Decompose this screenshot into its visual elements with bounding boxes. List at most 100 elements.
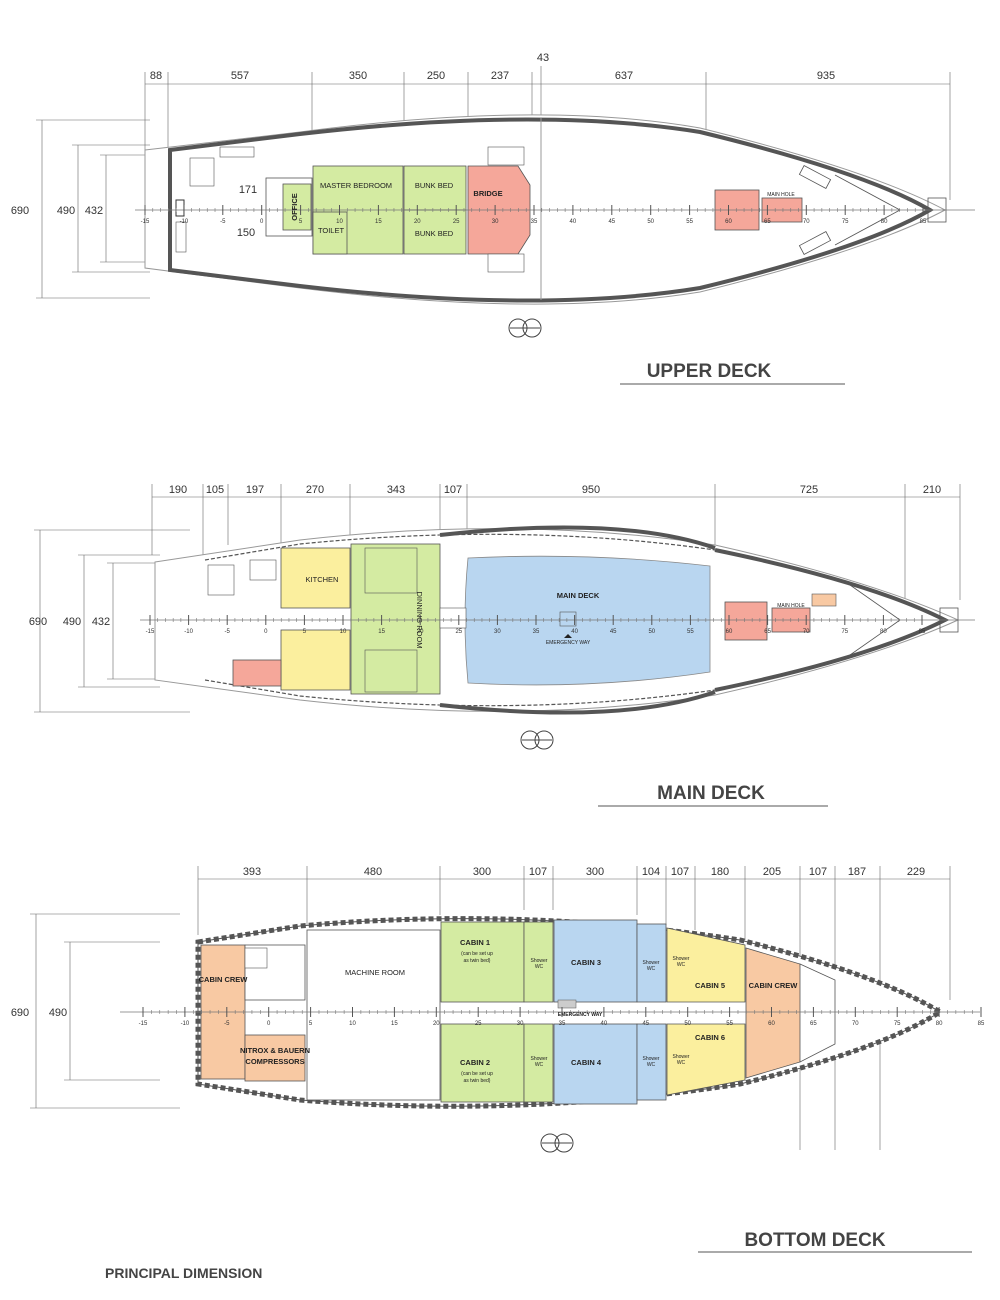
bottom-dim-label: 480 [364, 866, 382, 878]
bottom-cabin1-label: CABIN 1 [460, 938, 490, 947]
upper-station-label: 35 [531, 219, 538, 225]
bottom-station-label: 75 [894, 1021, 901, 1027]
upper-station-label: 15 [375, 219, 382, 225]
upper-station-label: 85 [920, 219, 927, 225]
bottom-nitrox2-label: COMPRESSORS [245, 1057, 304, 1066]
bottom-dim-label: 300 [586, 866, 604, 878]
upper-dim-label: 637 [615, 70, 633, 82]
upper-bunk1-label: BUNK BED [415, 181, 454, 190]
bottom-cabin-5 [666, 927, 746, 1003]
bottom-station-label: 35 [559, 1021, 566, 1027]
upper-station-label: 80 [881, 219, 888, 225]
upper-station-label: 40 [570, 219, 577, 225]
upper-station-label: 55 [686, 219, 693, 225]
upper-station-label: 25 [453, 219, 460, 225]
bottom-wc-1: WC [535, 964, 544, 970]
upper-bridge-label: BRIDGE [473, 189, 502, 198]
upper-dim-label: 88 [150, 70, 162, 82]
main-station-label: 10 [340, 629, 347, 635]
bottom-cabin-1 [440, 921, 525, 1003]
upper-station-label: 65 [764, 219, 771, 225]
main-station-label: 30 [494, 629, 501, 635]
upper-station-label: 0 [260, 219, 264, 225]
bottom-station-label: 80 [936, 1021, 943, 1027]
bottom-station-label: -10 [181, 1021, 190, 1027]
bottom-station-label: 40 [601, 1021, 608, 1027]
bottom-station-label: 65 [810, 1021, 817, 1027]
main-dim-label: 105 [206, 484, 224, 496]
bottom-twin1-a: (can be set up [461, 951, 493, 957]
bottom-dim-label: 107 [809, 866, 827, 878]
upper-side-dim-b: 150 [237, 227, 255, 239]
main-station-label: 55 [687, 629, 694, 635]
upper-station-label: 20 [414, 219, 421, 225]
main-station-label: -5 [225, 629, 231, 635]
bottom-station-label: 50 [684, 1021, 691, 1027]
bottom-wc-6: WC [677, 1060, 686, 1066]
upper-dim-label: 557 [231, 70, 249, 82]
bottom-dim-label: 229 [907, 866, 925, 878]
main-emergency-label: EMERGENCY WAY [546, 640, 591, 646]
upper-side-dim-a: 171 [239, 184, 257, 196]
upper-bunk-bed-top [403, 165, 467, 211]
main-deck-label: MAIN DECK [557, 591, 600, 600]
upper-office [282, 183, 312, 231]
upper-station-label: 5 [299, 219, 303, 225]
bottom-station-label: 25 [475, 1021, 482, 1027]
main-dining-room [350, 543, 441, 695]
bottom-shower-2: Shower [531, 1056, 548, 1062]
bottom-height-label: 490 [49, 1007, 67, 1019]
main-dim-label: 190 [169, 484, 187, 496]
bottom-cabin3-label: CABIN 3 [571, 958, 601, 967]
bottom-shower-6: Shower [673, 1054, 690, 1060]
upper-dim-label: 237 [491, 70, 509, 82]
main-dim-label: 343 [387, 484, 405, 496]
bottom-machine-label: MACHINE ROOM [345, 968, 405, 977]
bottom-station-label: -5 [224, 1021, 230, 1027]
main-station-label: 45 [610, 629, 617, 635]
bottom-dim-label: 393 [243, 866, 261, 878]
bottom-emergency-label: EMERGENCY WAY [558, 1012, 603, 1018]
upper-station-label: 50 [647, 219, 654, 225]
upper-bunk-bed-bottom [403, 209, 467, 255]
main-station-label: 60 [726, 629, 733, 635]
upper-station-label: 70 [803, 219, 810, 225]
main-hole-label: MAIN HOLE [777, 603, 805, 609]
bottom-dim-label: 107 [671, 866, 689, 878]
bottom-cabin4-label: CABIN 4 [571, 1058, 602, 1067]
bottom-crew1-label: CABIN CREW [199, 975, 249, 984]
main-station-label: 0 [264, 629, 268, 635]
main-kitchen-label: KITCHEN [306, 575, 339, 584]
main-station-label: 20 [417, 629, 424, 635]
main-station-label: 35 [533, 629, 540, 635]
main-dining-label: DINNING ROOM [415, 591, 424, 648]
main-station-label: 80 [880, 629, 887, 635]
bottom-wc-2: WC [535, 1062, 544, 1068]
bottom-midship-symbol [540, 1133, 574, 1153]
bottom-station-label: 55 [726, 1021, 733, 1027]
bottom-wc-4: WC [647, 1062, 656, 1068]
bottom-station-label: 5 [309, 1021, 313, 1027]
upper-station-label: 10 [336, 219, 343, 225]
bottom-dim-label: 187 [848, 866, 866, 878]
upper-deck-title: UPPER DECK [647, 361, 772, 382]
bottom-cabin2-label: CABIN 2 [460, 1058, 490, 1067]
bottom-station-label: 45 [642, 1021, 649, 1027]
upper-dim-chain [144, 66, 951, 300]
bottom-cabin6-label: CABIN 6 [695, 1033, 725, 1042]
bottom-cabin-6 [666, 1023, 746, 1096]
bottom-station-label: -15 [139, 1021, 148, 1027]
bottom-dim-label: 300 [473, 866, 491, 878]
upper-toilet-label: TOILET [318, 226, 345, 235]
main-station-label: 65 [764, 629, 771, 635]
bottom-cabin-4 [553, 1023, 638, 1105]
upper-station-label: -5 [220, 219, 226, 225]
bottom-station-label: 15 [391, 1021, 398, 1027]
upper-station-label: -10 [180, 219, 189, 225]
upper-office-label: OFFICE [290, 193, 299, 221]
main-deck-title: MAIN DECK [657, 783, 765, 804]
upper-height-label: 432 [85, 205, 103, 217]
bottom-dim-label: 180 [711, 866, 729, 878]
